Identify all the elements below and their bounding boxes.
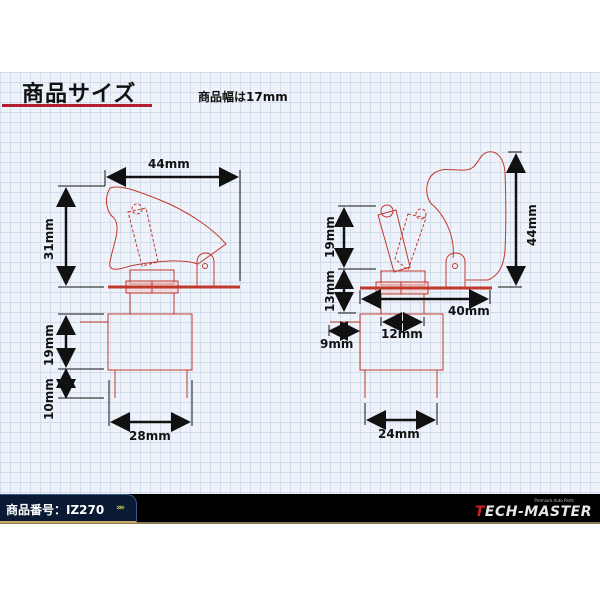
right-switch-drawing <box>330 151 507 398</box>
dim-right-offset-9: 9mm <box>320 337 353 351</box>
dim-left-body-19: 19mm <box>42 324 56 366</box>
dim-right-body-width-24: 24mm <box>378 427 420 441</box>
grid-background <box>0 72 600 494</box>
brand-logo: Premium Auto Parts TECH-MASTER <box>462 498 592 520</box>
dim-left-terminal-10: 10mm <box>42 378 56 420</box>
left-dimension-lines <box>56 167 241 432</box>
title-underline <box>2 104 152 107</box>
dim-right-plate-40: 40mm <box>448 304 490 318</box>
dim-right-cover-44: 44mm <box>525 204 539 246</box>
brand-rest: ECH-MASTER <box>484 504 592 520</box>
brand-initial: T <box>474 504 485 520</box>
page-title: 商品サイズ <box>22 82 137 107</box>
dim-left-body-width-28: 28mm <box>129 429 171 443</box>
width-note: 商品幅は17mm <box>198 90 288 104</box>
dim-left-width-44: 44mm <box>148 157 190 171</box>
right-dimension-lines <box>328 151 526 430</box>
dim-right-bushing-width-12: 12mm <box>381 327 423 341</box>
product-code: 商品番号：IZ270 <box>6 503 105 517</box>
dim-right-bushing-13: 13mm <box>323 270 337 312</box>
brand-tagline: Premium Auto Parts <box>534 498 574 503</box>
brand-name: TECH-MASTER <box>475 504 592 520</box>
footer-bar: 商品番号：IZ270 »» Premium Auto Parts TECH-MA… <box>0 494 600 524</box>
product-code-tab: 商品番号：IZ270 »» <box>0 494 137 523</box>
dim-right-toggle-19: 19mm <box>323 216 337 258</box>
dim-left-height-31: 31mm <box>42 218 56 260</box>
left-switch-drawing <box>80 186 227 398</box>
arrows-icon: »» <box>116 503 125 513</box>
